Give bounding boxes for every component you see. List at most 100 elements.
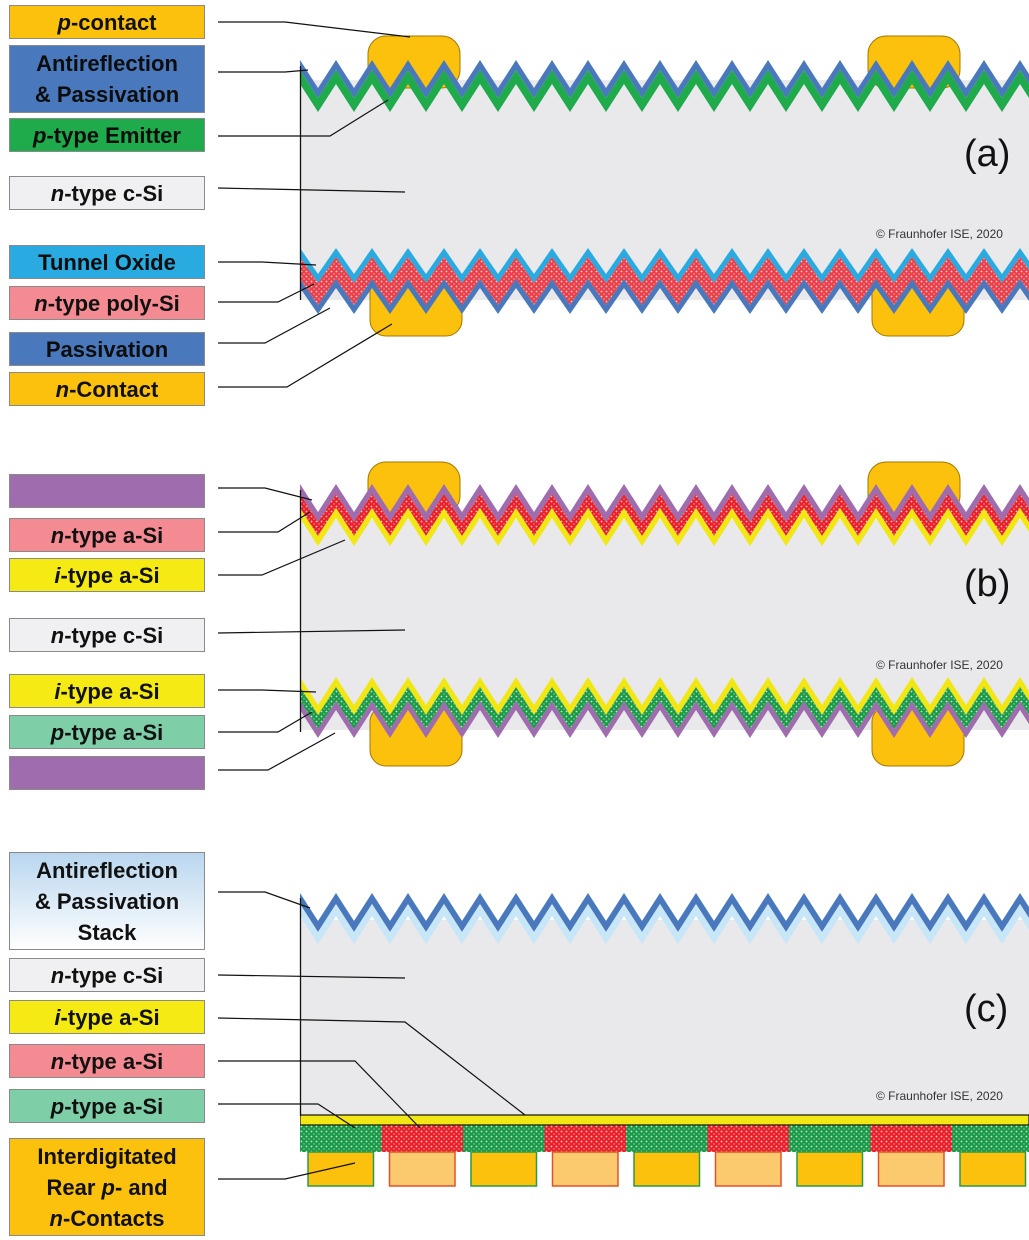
- n-contact-finger: [551, 1151, 619, 1187]
- label-n-type-a-si: n-type a-Si: [9, 518, 205, 552]
- leader-line: [218, 539, 346, 576]
- leader-line: [218, 283, 315, 303]
- label-passivation: Passivation: [9, 332, 205, 366]
- label-prefix: n: [50, 522, 65, 548]
- leader-line: [217, 629, 406, 634]
- tunnel-oxide-layer: [300, 248, 1029, 283]
- label-text: -type c-Si: [64, 622, 164, 648]
- label-text: -type a-Si: [64, 1093, 164, 1119]
- leader-line: [218, 307, 331, 344]
- label-p-type-a-si-b: p-type a-Si: [9, 715, 205, 749]
- label-text: -type poly-Si: [47, 290, 180, 316]
- label-text: Tunnel Oxide: [38, 249, 176, 275]
- silicon-wafer-c: [300, 920, 1029, 1115]
- n-contact-finger: [877, 1151, 945, 1187]
- p-a-si-stripe-texture: [789, 1125, 871, 1152]
- label-prefix: p: [33, 122, 47, 148]
- p-a-si-stripe-texture: [300, 1125, 382, 1152]
- label-prefix: n: [50, 962, 65, 988]
- label-text: -type Emitter: [46, 122, 181, 148]
- label-text: -type c-Si: [64, 962, 164, 988]
- label-prefix: n: [50, 180, 65, 206]
- copyright-c: © Fraunhofer ISE, 2020: [876, 1089, 1003, 1103]
- leader-line: [218, 732, 336, 771]
- label-text: -contact: [70, 9, 157, 35]
- leader-line: [217, 1017, 526, 1116]
- leader-line: [217, 974, 406, 979]
- panel-letter-b: (b): [964, 563, 1011, 605]
- label-prefix: i: [54, 1004, 61, 1030]
- leader-line: [218, 1103, 356, 1129]
- label-tco-rear: [9, 756, 205, 790]
- label-n-type-poly-si: n-type poly-Si: [9, 286, 205, 320]
- label-text: Antireflection & Passivation Stack: [34, 857, 180, 945]
- n-a-si-stripe-texture: [707, 1125, 789, 1152]
- panel-letter-a: (a): [964, 133, 1011, 175]
- rear-passivation-layer-a: [300, 279, 1029, 314]
- label-prefix: n: [34, 290, 48, 316]
- copyright-a: © Fraunhofer ISE, 2020: [876, 227, 1003, 241]
- label-prefix: n: [55, 376, 70, 402]
- label-prefix: i: [54, 678, 61, 704]
- leader-line: [218, 511, 311, 533]
- n-poly-si-layer-texture: [300, 257, 1029, 305]
- n-a-si-stripe-texture: [870, 1125, 952, 1152]
- label-text: -type a-Si: [60, 1004, 160, 1030]
- p-emitter-layer-a: [300, 70, 1029, 112]
- label-i-type-a-si-rear: i-type a-Si: [9, 674, 205, 708]
- leader-line: [218, 711, 313, 733]
- antireflection-layer-a: [300, 60, 1029, 98]
- leader-line: [218, 487, 313, 501]
- label-prefix: p: [50, 719, 65, 745]
- leader-line: [218, 891, 311, 909]
- p-contact-finger: [307, 1151, 375, 1187]
- label-text: Passivation: [45, 336, 169, 362]
- panel-a-cross-section: [300, 35, 1029, 337]
- n-a-si-stripe-texture: [544, 1125, 626, 1152]
- label-text: -type c-Si: [64, 180, 164, 206]
- label-prefix: n: [50, 1048, 65, 1074]
- antireflection-stack-bottom: [300, 904, 1029, 944]
- label-text: -Contact: [69, 376, 159, 402]
- label-prefix: i: [54, 562, 61, 588]
- p-a-si-stripe-texture: [463, 1125, 545, 1152]
- p-contact-finger: [796, 1151, 864, 1187]
- label-n-type-c-si-c: n-type c-Si: [9, 958, 205, 992]
- label-text: -type a-Si: [60, 562, 160, 588]
- panel-b-cross-section: [300, 461, 1029, 767]
- label-n-type-c-si-b: n-type c-Si: [9, 618, 205, 652]
- label-text: -type a-Si: [64, 522, 164, 548]
- label-antireflection-passivation: Antireflection & Passivation: [9, 45, 205, 113]
- leader-line: [218, 1060, 421, 1129]
- label-n-type-a-si-c: n-type a-Si: [9, 1044, 205, 1078]
- p-contact-finger: [633, 1151, 701, 1187]
- rear-tco-layer: [300, 701, 1029, 738]
- panel-letter-c: (c): [964, 988, 1009, 1030]
- p-a-si-stripe-texture: [952, 1125, 1029, 1152]
- copyright-b: © Fraunhofer ISE, 2020: [876, 658, 1003, 672]
- leader-line: [217, 187, 406, 193]
- label-tunnel-oxide: Tunnel Oxide: [9, 245, 205, 279]
- panel-c-cross-section: [300, 893, 1029, 1187]
- label-prefix: n: [50, 622, 65, 648]
- label-antireflection-passivation-stack: Antireflection & Passivation Stack: [9, 852, 205, 950]
- label-prefix: p: [50, 1093, 65, 1119]
- i-a-si-front-layer: [300, 508, 1029, 546]
- label-tco-front: [9, 474, 205, 508]
- leader-line: [218, 261, 317, 266]
- antireflection-stack-top: [300, 893, 1029, 932]
- n-contact-finger: [714, 1151, 782, 1187]
- label-n-contact: n-Contact: [9, 372, 205, 406]
- leader-line: [218, 1162, 356, 1180]
- front-tco-layer: [300, 484, 1029, 522]
- n-contact-finger: [388, 1151, 456, 1187]
- label-i-type-a-si-c: i-type a-Si: [9, 1000, 205, 1034]
- label-text: -type a-Si: [64, 719, 164, 745]
- i-a-si-rear-layer: [300, 677, 1029, 715]
- label-text: -type a-Si: [64, 1048, 164, 1074]
- label-text: -type a-Si: [60, 678, 160, 704]
